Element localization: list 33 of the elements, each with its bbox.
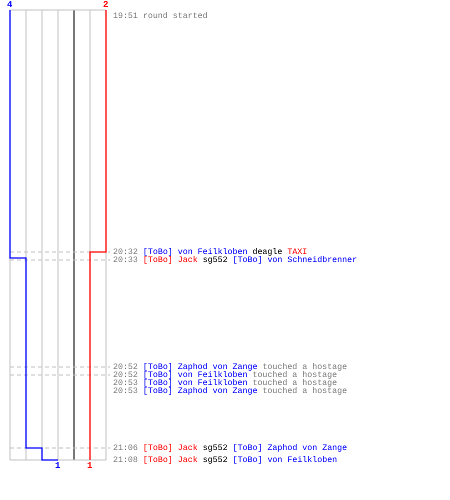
log-text: [ToBo] Jack: [142, 444, 198, 453]
log-text: [ToBo] Jack: [142, 256, 198, 265]
log-text: touched a hostage: [262, 387, 348, 396]
log-text: [ToBo] Jack: [142, 456, 198, 465]
timestamp: 20:32: [113, 248, 138, 257]
log-text: [ToBo] Zaphod von Zange: [232, 444, 348, 453]
log-text: [ToBo] von Feilkloben: [142, 371, 248, 380]
log-text: TAXI: [287, 248, 308, 257]
log-text: touched a hostage: [252, 371, 338, 380]
log-text: [ToBo] Zaphod von Zange: [142, 363, 258, 372]
log-text: [ToBo] von Feilkloben: [142, 248, 248, 257]
log-text: [ToBo] von Schneidbrenner: [232, 256, 358, 265]
log-text: sg552: [202, 444, 228, 453]
log-text: deagle: [252, 248, 282, 257]
log-text: touched a hostage: [252, 379, 338, 388]
count-label: 4: [7, 1, 12, 10]
count-label: 1: [87, 462, 92, 471]
log-text: touched a hostage: [262, 363, 348, 372]
log-text: [ToBo] von Feilkloben: [142, 379, 248, 388]
log-text: [ToBo] Zaphod von Zange: [142, 387, 258, 396]
timestamp: 20:33: [113, 256, 138, 265]
timestamp: 20:53: [113, 379, 138, 388]
timestamp: 20:53: [113, 387, 138, 396]
timestamp: 20:52: [113, 371, 138, 380]
log-text: sg552: [202, 456, 228, 465]
timestamp: 20:52: [113, 363, 138, 372]
log-text: [ToBo] von Feilkloben: [232, 456, 338, 465]
log-text: sg552: [202, 256, 228, 265]
log-text: 19:51 round started: [113, 12, 208, 21]
timestamp: 21:08: [113, 456, 138, 465]
count-label: 1: [55, 462, 60, 471]
count-label: 2: [103, 1, 108, 10]
timestamp: 21:06: [113, 444, 138, 453]
